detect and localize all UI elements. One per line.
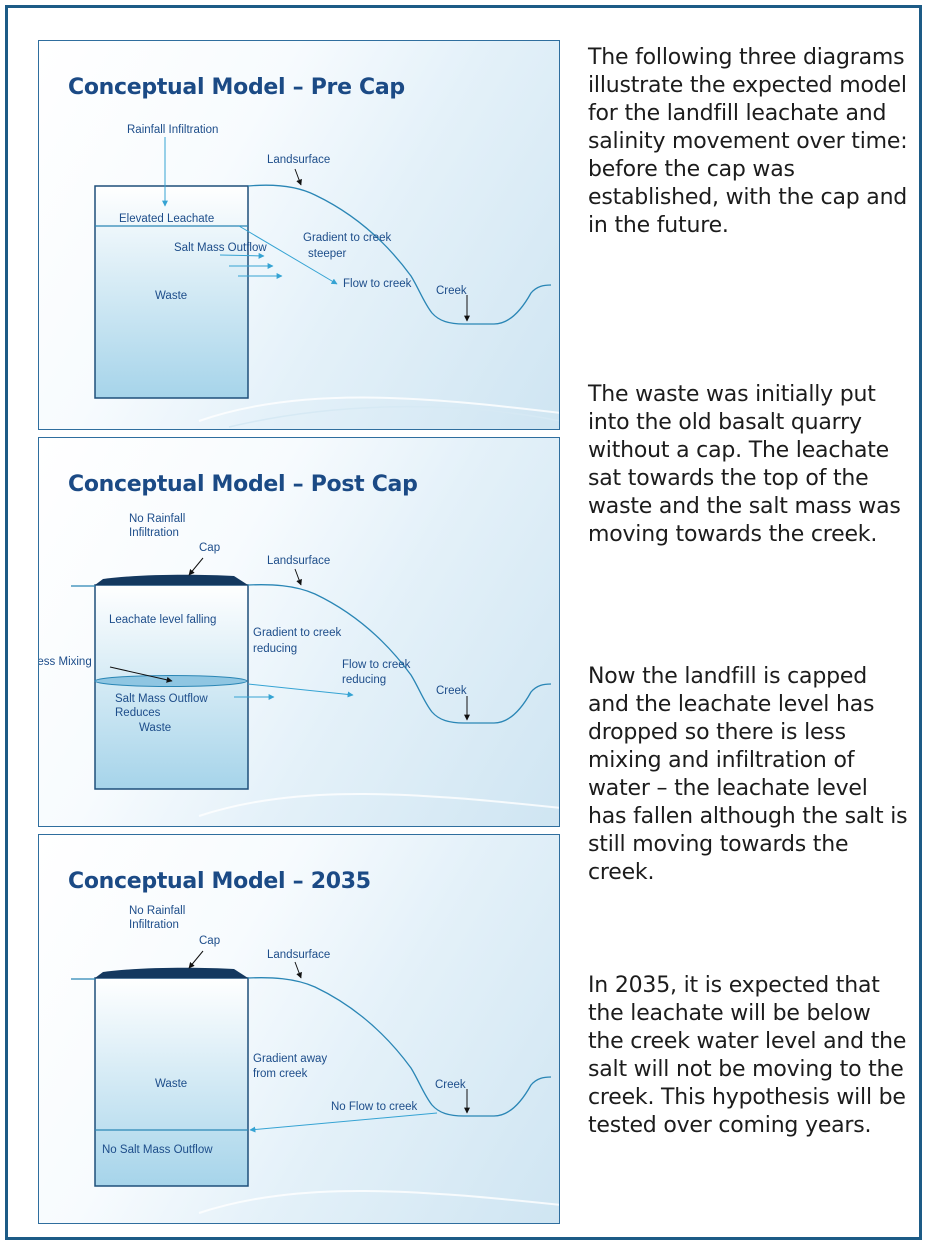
post-cap-paragraph: Now the landfill is capped and the leach… <box>588 664 908 885</box>
landsurface-pointer <box>294 168 302 186</box>
waste-body <box>94 185 249 399</box>
label-flow-2: reducing <box>342 674 386 686</box>
label-no-rainfall-1: No Rainfall <box>129 513 185 525</box>
label-waste: Waste <box>155 290 187 302</box>
label-gradient-1: Gradient away <box>253 1053 327 1065</box>
diagram-post-cap: No Rainfall Infiltration Cap Landsurface… <box>38 437 560 827</box>
future-paragraph: In 2035, it is expected that the leachat… <box>588 973 907 1138</box>
label-gradient-1: Gradient to creek <box>303 232 391 244</box>
panel-title: Conceptual Model – Post Cap <box>68 472 418 497</box>
flow-to-creek-arrow <box>238 225 338 285</box>
label-salt-mass-outflow: Salt Mass Outflow <box>174 242 267 254</box>
flow-arrow <box>247 683 354 698</box>
cap <box>95 967 248 978</box>
panel-title: Conceptual Model – Pre Cap <box>68 75 405 100</box>
cap-pointer <box>188 950 204 969</box>
label-no-rainfall-2: Infiltration <box>129 527 179 539</box>
label-gradient-1: Gradient to creek <box>253 627 341 639</box>
land-surface <box>247 184 552 325</box>
intro-paragraph: The following three diagrams illustrate … <box>588 45 908 238</box>
land-surface <box>247 584 552 724</box>
label-cap: Cap <box>199 542 220 554</box>
land-surface <box>247 977 552 1117</box>
no-flow-arrow <box>249 1112 438 1133</box>
panel-title: Conceptual Model – 2035 <box>68 869 371 894</box>
label-less-mixing: Less Mixing <box>39 656 92 668</box>
cap-pointer <box>188 557 204 576</box>
label-waste: Waste <box>155 1078 187 1090</box>
label-salt-1: Salt Mass Outflow <box>115 693 208 705</box>
label-landsurface: Landsurface <box>267 949 330 961</box>
label-rainfall: Rainfall Infiltration <box>127 124 218 136</box>
label-gradient-2: steeper <box>308 248 347 260</box>
label-creek: Creek <box>436 285 467 297</box>
label-elevated-leachate: Elevated Leachate <box>119 213 214 225</box>
label-no-flow: No Flow to creek <box>331 1101 418 1113</box>
outflow-arrow-1 <box>219 252 265 259</box>
label-gradient-2: from creek <box>253 1068 308 1080</box>
label-no-rainfall-1: No Rainfall <box>129 905 185 917</box>
diagram-2035-canvas: No Rainfall Infiltration Cap Landsurface… <box>71 905 559 1214</box>
label-no-rainfall-2: Infiltration <box>129 919 179 931</box>
diagram-2035: No Rainfall Infiltration Cap Landsurface… <box>38 834 560 1224</box>
landsurface-pointer <box>294 568 302 586</box>
label-flow: Flow to creek <box>343 278 412 290</box>
diagram-pre-cap-canvas: Rainfall Infiltration Landsurface Elevat… <box>94 124 559 428</box>
label-no-salt: No Salt Mass Outflow <box>102 1144 213 1156</box>
label-gradient-2: reducing <box>253 643 297 655</box>
label-leachate-falling: Leachate level falling <box>109 614 216 626</box>
waste-body <box>94 977 249 1187</box>
diagram-post-cap-canvas: No Rainfall Infiltration Cap Landsurface… <box>39 513 559 817</box>
landsurface-pointer <box>294 961 302 979</box>
label-salt-2: Reduces <box>115 707 161 719</box>
cap <box>95 574 248 585</box>
label-cap: Cap <box>199 935 220 947</box>
less-mixing-pointer <box>109 666 173 683</box>
pre-cap-paragraph: The waste was initially put into the old… <box>588 382 901 547</box>
label-waste: Waste <box>139 722 171 734</box>
label-creek: Creek <box>436 685 467 697</box>
waste-body <box>94 584 249 790</box>
diagram-pre-cap: Rainfall Infiltration Landsurface Elevat… <box>38 40 560 430</box>
label-landsurface: Landsurface <box>267 555 330 567</box>
label-flow-1: Flow to creek <box>342 659 411 671</box>
label-creek: Creek <box>435 1079 466 1091</box>
label-landsurface: Landsurface <box>267 154 330 166</box>
